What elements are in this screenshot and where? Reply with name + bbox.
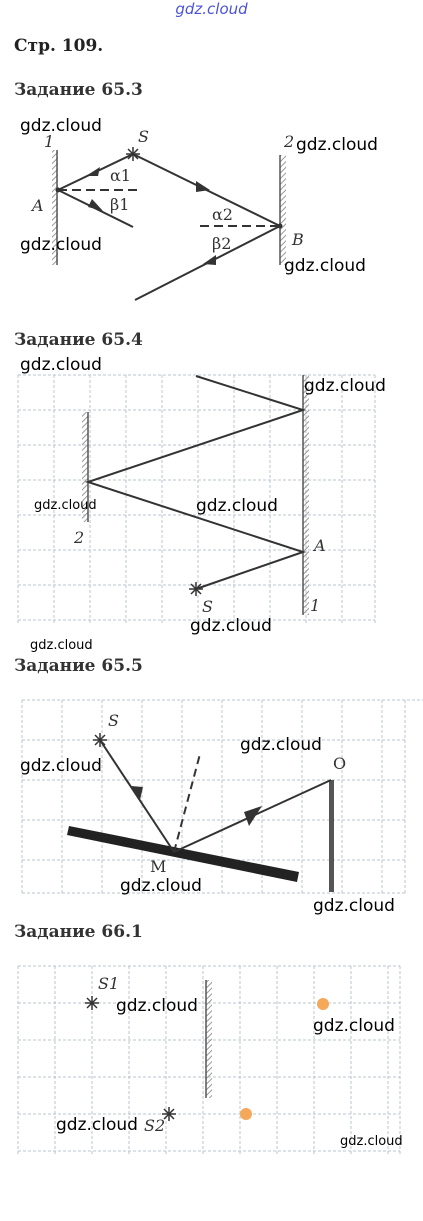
site-header[interactable]: gdz.cloud	[175, 0, 248, 18]
task-65-3-title: Задание 65.3	[14, 80, 143, 100]
flat-mirror	[67, 826, 299, 882]
arrow-in	[131, 786, 143, 800]
watermark: gdz.cloud	[120, 876, 202, 896]
arrow-1	[86, 167, 100, 176]
watermark: gdz.cloud	[20, 355, 102, 375]
ray-path	[84, 375, 307, 590]
watermark: gdz.cloud	[190, 616, 272, 636]
mirror-1	[303, 375, 309, 615]
arrow-2	[88, 199, 103, 211]
point-m-label: M	[150, 857, 167, 876]
watermark: gdz.cloud	[313, 896, 395, 916]
image-point-2	[240, 1108, 252, 1120]
source-label: S	[202, 597, 213, 616]
watermark: gdz.cloud	[116, 996, 198, 1016]
watermark: gdz.cloud	[296, 135, 378, 155]
watermark: gdz.cloud	[340, 1134, 403, 1149]
point-b-label: B	[292, 230, 304, 249]
source-star	[189, 582, 203, 596]
mirror-1	[52, 150, 58, 265]
page-title: Стр. 109.	[14, 36, 104, 56]
watermark: gdz.cloud	[20, 756, 102, 776]
arrow-3	[196, 181, 210, 192]
watermark: gdz.cloud	[30, 638, 93, 653]
watermark: gdz.cloud	[56, 1115, 138, 1135]
task-65-4-title: Задание 65.4	[14, 330, 143, 350]
point-a-label: A	[314, 536, 326, 555]
watermark: gdz.cloud	[240, 735, 322, 755]
source-label: S	[138, 127, 149, 146]
alpha1-label: α1	[110, 166, 131, 185]
alpha2-label: α2	[212, 205, 233, 224]
normal-line	[173, 753, 201, 853]
source-star	[126, 147, 140, 161]
source-star-1	[85, 996, 99, 1010]
watermark: gdz.cloud	[284, 256, 366, 276]
screen	[329, 780, 334, 892]
watermark: gdz.cloud	[34, 498, 97, 513]
arrow-4	[203, 255, 216, 265]
image-point-1	[317, 998, 329, 1010]
source-star	[93, 733, 107, 747]
arrow-out-b	[244, 806, 262, 826]
mirror-2-label: 2	[284, 132, 295, 151]
mirror-2	[280, 155, 286, 265]
point-o-label: O	[333, 754, 347, 773]
watermark: gdz.cloud	[196, 496, 278, 516]
source-star-2	[162, 1107, 176, 1121]
point-a-label: A	[32, 196, 44, 215]
incident-ray	[99, 739, 175, 853]
task-65-5-title: Задание 65.5	[14, 656, 143, 676]
source-1-label: S1	[98, 974, 120, 993]
task-66-1-title: Задание 66.1	[14, 922, 143, 942]
mirror-1-label: 1	[44, 132, 55, 151]
mirror	[206, 980, 212, 1098]
source-2-label: S2	[144, 1116, 166, 1135]
watermark: gdz.cloud	[20, 116, 102, 136]
watermark: gdz.cloud	[20, 235, 102, 255]
watermark: gdz.cloud	[304, 376, 386, 396]
watermark: gdz.cloud	[313, 1016, 395, 1036]
mirror-2-label: 2	[74, 528, 85, 547]
beta2-label: β2	[212, 234, 232, 253]
mirror-2	[82, 412, 88, 522]
source-label: S	[108, 711, 119, 730]
beta1-label: β1	[110, 195, 130, 214]
mirror-1-label: 1	[310, 596, 321, 615]
